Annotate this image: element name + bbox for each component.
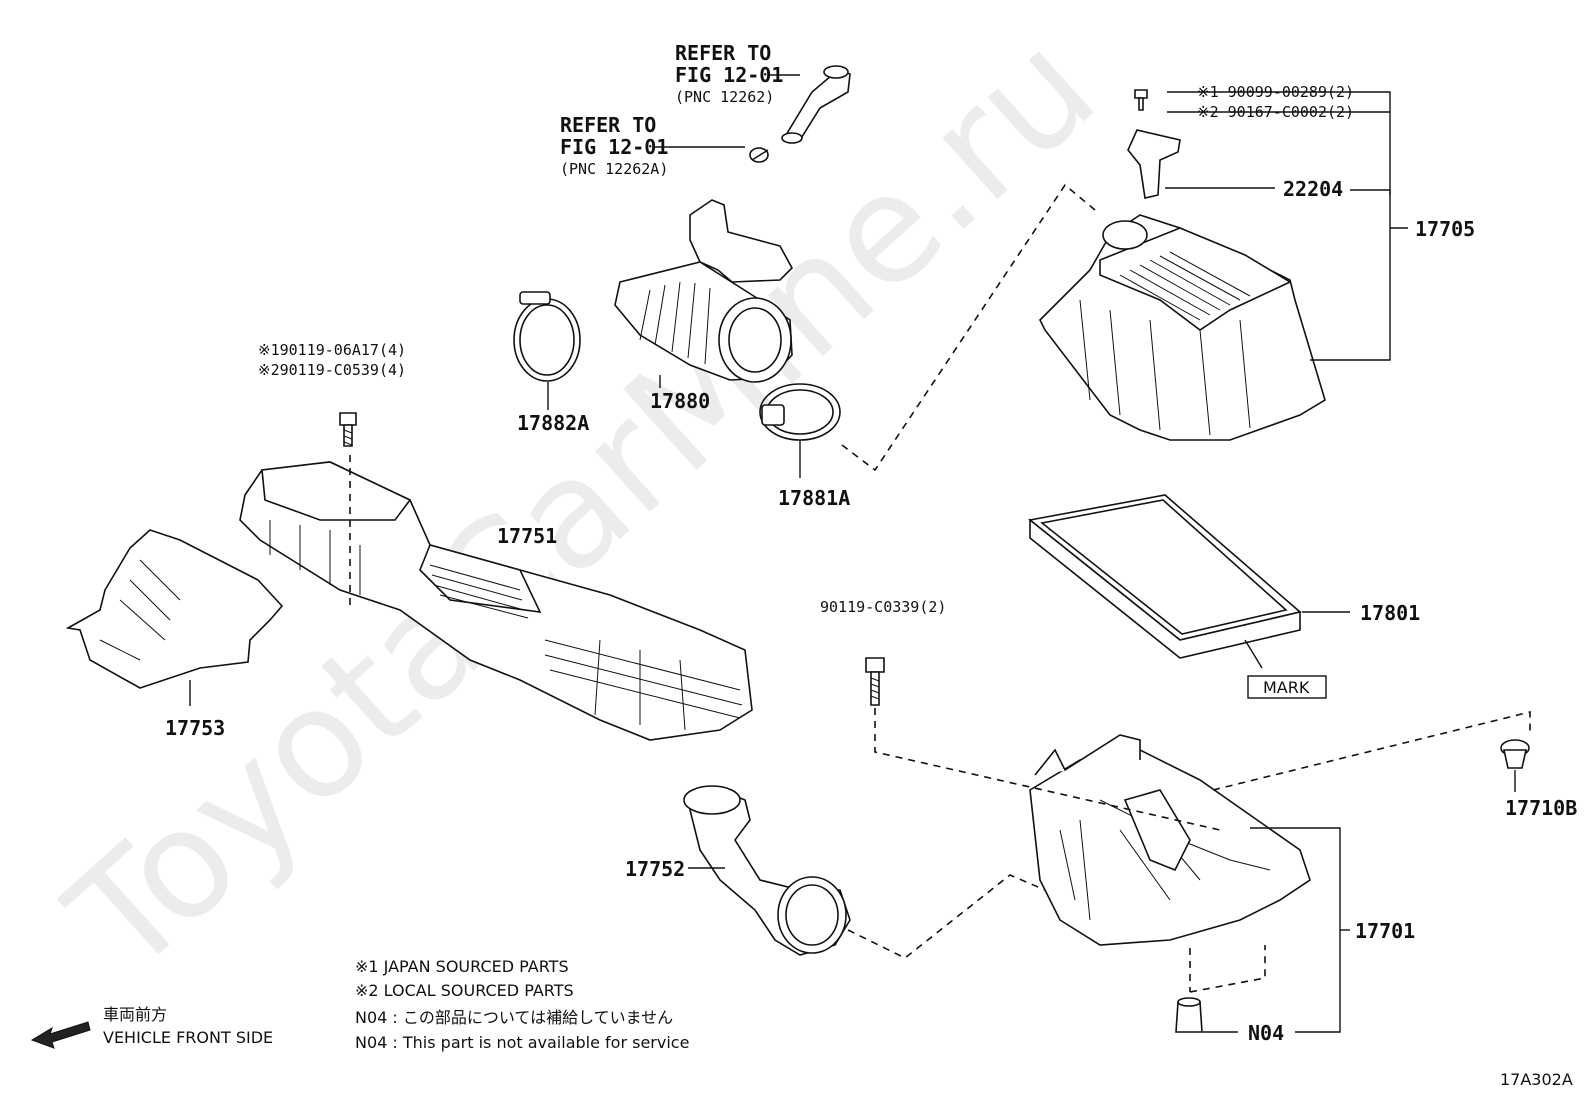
- bolt-top-right-line1: ※1 90099-00289(2): [1197, 83, 1354, 101]
- label-22204: 22204: [1283, 177, 1343, 201]
- label-n04: N04: [1248, 1021, 1284, 1045]
- cap-n04-illustration: [1175, 997, 1203, 1033]
- heat-shield-17753-illustration: [65, 529, 284, 689]
- label-17801: 17801: [1360, 601, 1420, 625]
- intake-hose-17880-illustration: [614, 199, 793, 383]
- label-17881a: 17881A: [778, 486, 850, 510]
- vehicle-front-arrow-icon: [30, 1021, 91, 1049]
- bolt-left-illustration: [339, 412, 357, 447]
- figure-code: 17A302A: [1500, 1070, 1573, 1089]
- intake-hose-17752-illustration: [683, 785, 851, 956]
- clamp-17881a-illustration: [759, 383, 841, 441]
- bolt-left-line2: ※290119-C0539(4): [258, 361, 406, 379]
- grommet-17710b-illustration: [1500, 739, 1530, 769]
- note-local-sourced: ※2 LOCAL SOURCED PARTS: [355, 981, 574, 1000]
- mark-label: MARK: [1263, 678, 1310, 697]
- hose-12262-illustration: [781, 65, 851, 144]
- direction-jp: 車両前方: [103, 1005, 167, 1024]
- ref-12262a-line2: FIG 12-01: [560, 135, 668, 159]
- clip-12262a-illustration: [749, 147, 769, 163]
- label-17705: 17705: [1415, 217, 1475, 241]
- label-17753: 17753: [165, 716, 225, 740]
- note-japan-sourced: ※1 JAPAN SOURCED PARTS: [355, 957, 569, 976]
- bolt-mid-label: 90119-C0339(2): [820, 598, 946, 616]
- label-17701: 17701: [1355, 919, 1415, 943]
- air-cleaner-case-17701-illustration: [1029, 734, 1311, 946]
- note-n04-en: N04 : This part is not available for ser…: [355, 1033, 689, 1052]
- ref-12262-line2: FIG 12-01: [675, 63, 783, 87]
- ref-12262-line1: REFER TO: [675, 41, 771, 65]
- label-17882a: 17882A: [517, 411, 589, 435]
- note-n04-jp: N04 : この部品については補給していません: [355, 1008, 673, 1027]
- dashed-assembly-lines: [349, 183, 1531, 993]
- direction-en: VEHICLE FRONT SIDE: [103, 1028, 273, 1047]
- clamp-17882a-illustration: [513, 291, 581, 382]
- ref-12262a-line1: REFER TO: [560, 113, 656, 137]
- label-17710b: 17710B: [1505, 796, 1577, 820]
- ref-12262a-line3: (PNC 12262A): [560, 160, 668, 178]
- mark-box: [1247, 675, 1327, 699]
- bolt-mid-illustration: [865, 657, 885, 706]
- label-17880: 17880: [650, 389, 710, 413]
- air-cleaner-cap-17705-illustration: [1039, 89, 1326, 441]
- ref-12262-line3: (PNC 12262): [675, 88, 774, 106]
- air-filter-element-17801-illustration: [1028, 494, 1302, 659]
- leader-lines: [189, 74, 1516, 1033]
- label-17751: 17751: [497, 524, 557, 548]
- label-17752: 17752: [625, 857, 685, 881]
- bolt-left-line1: ※190119-06A17(4): [258, 341, 406, 359]
- air-inlet-duct-17751-illustration: [239, 461, 753, 741]
- bolt-top-right-line2: ※2 90167-C0002(2): [1197, 103, 1354, 121]
